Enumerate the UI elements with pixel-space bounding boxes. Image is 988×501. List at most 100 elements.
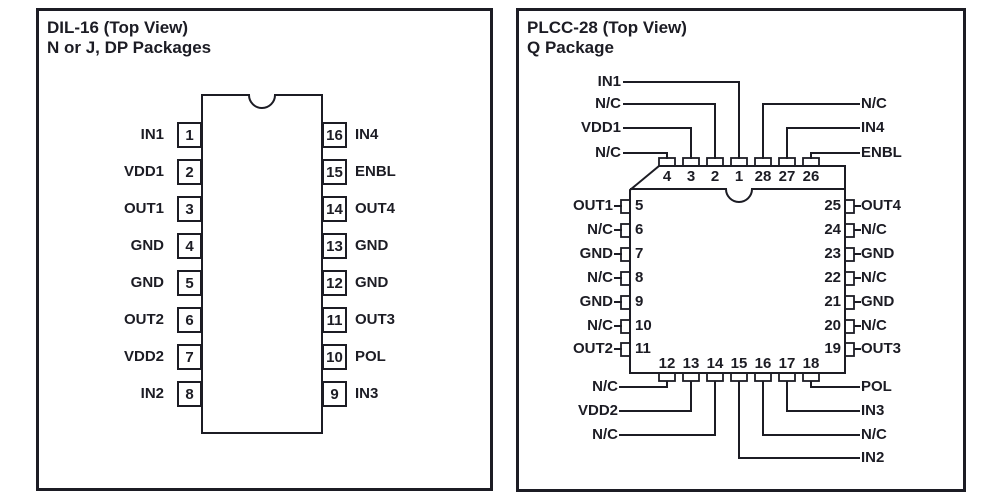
plcc-pin-number: 28 [754, 168, 772, 185]
plcc28-title-line1: PLCC-28 (Top View) [527, 18, 687, 37]
leader-line [762, 381, 860, 436]
leader-line [786, 127, 860, 159]
dip-pin-number-box: 2 [177, 159, 202, 185]
leader-line [810, 152, 860, 159]
plcc-pin-label: VDD1 [580, 119, 621, 136]
plcc-pin-label: GND [861, 245, 895, 262]
dip-pin-label: VDD2 [123, 348, 164, 365]
plcc-pin-label: VDD2 [577, 402, 618, 419]
dip-pin-label: IN1 [140, 126, 164, 143]
plcc28-panel-border [516, 8, 966, 492]
dip-pin-label: OUT3 [355, 311, 396, 328]
plcc-pin-number: 19 [824, 340, 841, 357]
dip-pin-label: IN2 [140, 385, 164, 402]
plcc28-package-drawing [614, 81, 861, 459]
plcc-pin-number: 7 [635, 245, 644, 262]
plcc-pin-number: 18 [802, 355, 820, 372]
plcc-pin-label: GND [579, 293, 613, 310]
plcc-pin-label: N/C [595, 95, 621, 112]
plcc-pin-label: ENBL [861, 144, 902, 161]
dip-pin-number-box: 14 [322, 196, 347, 222]
plcc-pin-number: 11 [635, 340, 651, 357]
dip-body-outline [201, 94, 323, 434]
plcc-pin-label: GND [579, 245, 613, 262]
leader-line [619, 381, 692, 412]
plcc-pin-label: N/C [861, 426, 887, 443]
dip-pin-label: POL [355, 348, 386, 365]
leader-line [619, 381, 716, 436]
plcc-pin-number: 17 [778, 355, 796, 372]
plcc-pin-number: 3 [686, 168, 696, 185]
leader-line [619, 381, 668, 388]
plcc-pin-number: 10 [635, 317, 652, 334]
plcc-pin-label: OUT1 [572, 197, 613, 214]
dip-pin-number-box: 15 [322, 159, 347, 185]
dip-pin-label: IN3 [355, 385, 379, 402]
plcc-pin-number: 24 [824, 221, 841, 238]
plcc-pin-number: 8 [635, 269, 644, 286]
leader-line [623, 127, 692, 159]
plcc-pin-label: N/C [861, 317, 887, 334]
leader-line [762, 103, 860, 159]
plcc-pin-number: 13 [682, 355, 700, 372]
dip-pin-number-box: 11 [322, 307, 347, 333]
dip-pin-label: OUT4 [355, 200, 396, 217]
dip-pin-number-box: 10 [322, 344, 347, 370]
plcc-pin-label: IN3 [861, 402, 885, 419]
plcc-pin-number: 22 [824, 269, 841, 286]
plcc-pin-label: N/C [587, 317, 613, 334]
plcc-pin-label: N/C [592, 378, 618, 395]
leader-line [623, 103, 716, 159]
plcc-pin-number: 12 [658, 355, 676, 372]
plcc-pin-number: 16 [754, 355, 772, 372]
dip-pin-label: ENBL [355, 163, 396, 180]
plcc-inner-line-and-notch [630, 188, 845, 203]
dil16-panel-border [36, 8, 493, 491]
leader-line [738, 381, 860, 459]
dip-pin-label: GND [130, 237, 164, 254]
plcc-pin-label: OUT2 [572, 340, 613, 357]
leader-line [623, 152, 668, 159]
plcc-pin-label: N/C [861, 95, 887, 112]
plcc-pin-label: GND [861, 293, 895, 310]
plcc-pin-number: 6 [635, 221, 644, 238]
plcc-pin-label: N/C [587, 221, 613, 238]
dip-pin-number-box: 4 [177, 233, 202, 259]
plcc28-title-line2: Q Package [527, 38, 614, 57]
plcc-pin-number: 25 [824, 197, 841, 214]
plcc-pin-number: 4 [662, 168, 672, 185]
dil16-package-drawing [201, 94, 323, 434]
dip-pin-number-box: 9 [322, 381, 347, 407]
plcc-pin-label: N/C [861, 269, 887, 286]
dip-pin-label: OUT1 [123, 200, 164, 217]
dip-pin-number-box: 12 [322, 270, 347, 296]
plcc-pin-number: 21 [824, 293, 841, 310]
plcc-pin-number: 27 [778, 168, 796, 185]
dip-pin-label: IN4 [355, 126, 379, 143]
plcc-pin-label: N/C [595, 144, 621, 161]
dil16-title-line1: DIL-16 (Top View) [47, 18, 189, 37]
plcc-pin-number: 14 [706, 355, 724, 372]
dip-pin-label: OUT2 [123, 311, 164, 328]
dip-pin-number-box: 13 [322, 233, 347, 259]
plcc-pin-label: OUT4 [861, 197, 902, 214]
plcc-pin-label: N/C [587, 269, 613, 286]
panel-title: DIL-16 (Top View) N or J, DP Packages [47, 18, 211, 58]
dil16-title-line2: N or J, DP Packages [47, 38, 212, 57]
plcc-pin-number: 15 [730, 355, 748, 372]
dip-pin-label: VDD1 [123, 163, 164, 180]
dip-pin-number-box: 3 [177, 196, 202, 222]
plcc-pin-label: N/C [861, 221, 887, 238]
panel-title: PLCC-28 (Top View) Q Package [527, 18, 687, 58]
plcc-body-outline [629, 165, 846, 374]
plcc-pin-number: 1 [734, 168, 744, 185]
dip-pin-label: GND [355, 237, 389, 254]
dip-pin-number-box: 7 [177, 344, 202, 370]
plcc-pin-label: OUT3 [861, 340, 902, 357]
plcc-pin-number: 9 [635, 293, 644, 310]
plcc-pin-number: 2 [710, 168, 720, 185]
